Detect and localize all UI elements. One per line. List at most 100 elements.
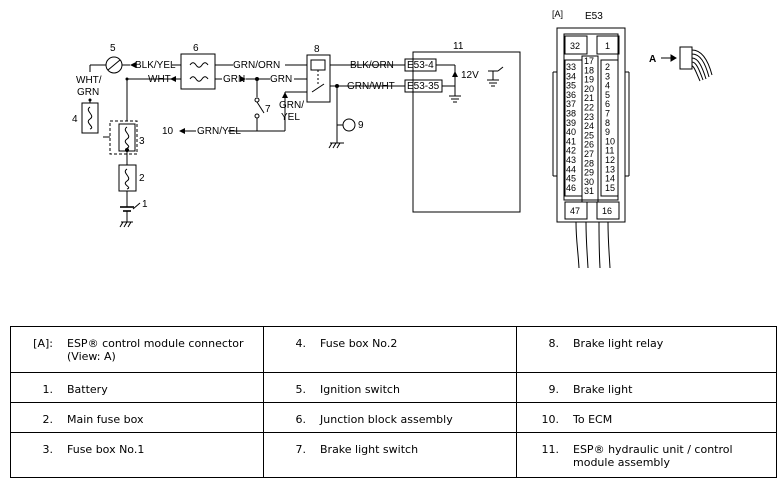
callout-10: 10 [162, 126, 174, 137]
pin-9: 9 [605, 127, 610, 137]
pin-30: 30 [584, 177, 594, 187]
legend-cell: [A]: ESP® control module connector (View:… [10, 326, 264, 373]
wire-label-grn-orn: GRN/ORN [233, 60, 280, 71]
legend-text: To ECM [573, 412, 613, 426]
wire-label-grn-yel-line2: YEL [281, 112, 300, 123]
legend-cell: 1.Battery [10, 371, 264, 403]
wire-label-wht: WHT [148, 74, 171, 85]
junction-block-symbol [180, 53, 216, 90]
legend-row: [A]: ESP® control module connector (View:… [10, 326, 777, 373]
legend-table: [A]: ESP® control module connector (View:… [10, 326, 777, 478]
pin-29: 29 [584, 168, 594, 178]
legend-cell: 6. Junction block assembly [263, 401, 517, 434]
pin-18: 18 [584, 65, 594, 75]
legend-number: 2. [42, 412, 54, 426]
pin-8: 8 [605, 118, 610, 128]
pin-14: 14 [605, 174, 615, 184]
legend-cell: 2. Main fuse box [10, 401, 264, 434]
legend-number: 11. [541, 443, 560, 457]
fuse-box-no1-symbol [109, 120, 138, 155]
pin-37: 37 [566, 99, 576, 109]
pin-15: 15 [605, 183, 615, 193]
legend-text: Fuse box No.2 [320, 337, 398, 350]
pin-10: 10 [605, 136, 615, 146]
pin-27: 27 [584, 149, 594, 159]
callout-2: 2 [139, 173, 145, 184]
pin-3: 3 [605, 71, 610, 81]
wire-label-blk-yel: BLK/YEL [135, 60, 176, 71]
pin-2: 2 [605, 62, 610, 72]
brake-light-relay-symbol [306, 54, 405, 103]
legend-number: [A]: [33, 337, 53, 350]
callout-5: 5 [110, 43, 116, 54]
brake-light-switch-symbol [228, 79, 285, 132]
legend-number: 10. [541, 412, 560, 426]
brake-light-symbol [337, 118, 356, 132]
wiring-diagram: BLK/YEL WHT/ GRN WHT GRN/ORN GRN GRN GRN… [72, 9, 713, 269]
pin-38: 38 [566, 109, 576, 119]
main-fuse-box-symbol [118, 164, 137, 192]
esp-module-box [412, 51, 521, 213]
wire-label-wht-grn-line2: GRN [77, 87, 99, 98]
connector-label: [A] [552, 9, 563, 19]
legend-number: 3. [42, 443, 54, 457]
legend-text: Junction block assembly [320, 412, 453, 426]
wire-label-grn-yel-line1: GRN/ [279, 100, 304, 111]
legend-text: Main fuse box [67, 412, 144, 426]
pin-11: 11 [605, 146, 614, 156]
legend-text: ESP® hydraulic unit / control module ass… [573, 443, 733, 470]
pin-35: 35 [566, 81, 576, 91]
callout-4: 4 [72, 114, 78, 125]
wire-label-grn-wht: GRN/WHT [347, 81, 395, 92]
legend-cell: 3. Fuse box No.1 [10, 432, 264, 478]
pin-19: 19 [584, 75, 594, 85]
pin-47: 47 [570, 206, 580, 216]
connector-e53-symbol [552, 27, 630, 269]
callout-1: 1 [142, 199, 148, 210]
pin-17: 17 [584, 56, 594, 66]
pin-7: 7 [605, 109, 610, 119]
legend-number: 9. [548, 382, 560, 396]
pin-20: 20 [584, 84, 594, 94]
wire-label-blk-orn: BLK/ORN [350, 60, 394, 71]
pin-32: 32 [570, 41, 580, 51]
fuse-box-no2-symbol [81, 102, 99, 134]
legend-number: 1. [42, 382, 54, 396]
pin-43: 43 [566, 155, 576, 165]
voltage-label: 12V [461, 70, 479, 81]
pin-34: 34 [566, 71, 576, 81]
callout-3: 3 [139, 136, 145, 147]
callout-9: 9 [358, 120, 364, 131]
pin-25: 25 [584, 130, 594, 140]
pin-31: 31 [584, 186, 594, 196]
pin-24: 24 [584, 121, 594, 131]
legend-cell: 9. Brake light [516, 371, 777, 403]
pin-16: 16 [602, 206, 612, 216]
pin-45: 45 [566, 174, 576, 184]
legend-text: Fuse box No.1 [67, 443, 145, 457]
legend-row: 2. Main fuse box 6. Junction block assembly… [10, 401, 777, 434]
view-label: A [649, 54, 656, 65]
pin-grid: 3334353637383940414243444546171819202122… [566, 56, 615, 196]
callout-11: 11 [453, 41, 464, 52]
wire-label-grn-yel-ecm: GRN/YEL [197, 126, 241, 137]
legend-text: ESP® control module connector (View: A) [67, 337, 244, 363]
legend-cell: 10. To ECM [516, 401, 777, 434]
legend-text: Ignition switch [320, 382, 400, 396]
ignition-switch-symbol [105, 56, 123, 74]
legend-cell: 11. ESP® hydraulic unit / control module … [516, 432, 777, 478]
battery-symbol [119, 200, 134, 228]
legend-number: 5. [295, 382, 307, 396]
pin-4: 4 [605, 81, 610, 91]
pin-41: 41 [566, 136, 576, 146]
connector-name: E53 [585, 11, 603, 22]
pin-28: 28 [584, 158, 594, 168]
callout-7: 7 [265, 104, 271, 115]
legend-number: 6. [295, 412, 307, 426]
terminal-e53-4: E53-4 [407, 60, 434, 71]
connector-view-icon [679, 46, 693, 70]
legend-text: Brake light [573, 382, 633, 396]
callout-6: 6 [193, 43, 199, 54]
wire-label-grn-a: GRN [223, 74, 245, 85]
